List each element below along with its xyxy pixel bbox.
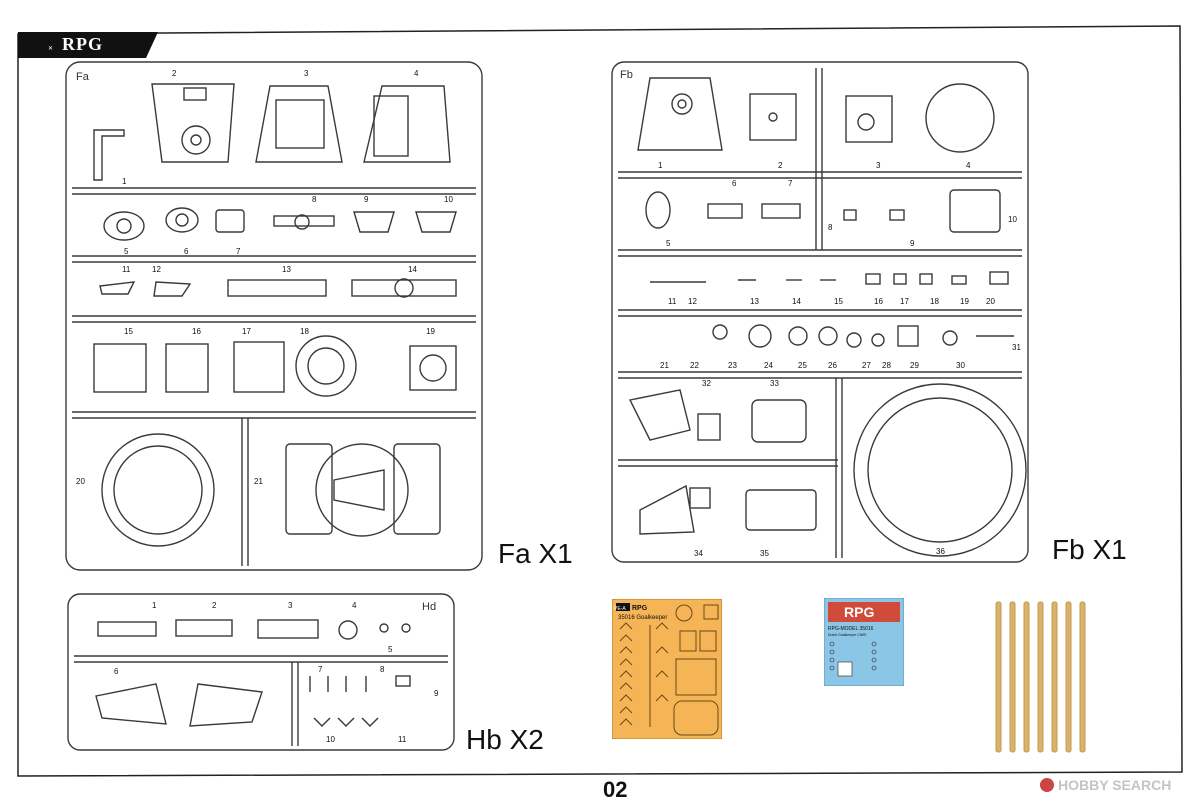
part-number: 19: [426, 327, 435, 336]
sprue-hb-letter: Hd: [422, 601, 436, 613]
part-number: 1: [152, 601, 157, 610]
part-number: 3: [876, 161, 881, 170]
sprue-fb-letter: Fb: [620, 69, 633, 81]
part-number: 11: [668, 297, 677, 306]
decal-line1: RPG-MODEL 35016: [828, 626, 874, 632]
part-number: 17: [242, 327, 251, 336]
part-number: 24: [764, 361, 773, 370]
part-number: 20: [986, 297, 995, 306]
sprue-fa-caption: Fa X1: [498, 538, 573, 569]
part-number: 30: [956, 361, 965, 370]
pe-code: PE-A: [614, 606, 626, 612]
sprue-hb-part-labels: 1 2 3 4 5 6 7 8 9 10 11: [114, 601, 439, 744]
part-number: 16: [874, 297, 883, 306]
part-number: 9: [434, 689, 439, 698]
part-number: 2: [172, 69, 177, 78]
part-number: 33: [770, 379, 779, 388]
part-number: 21: [660, 361, 669, 370]
part-number: 23: [728, 361, 737, 370]
part-number: 4: [352, 601, 357, 610]
part-number: 10: [444, 195, 453, 204]
part-number: 9: [910, 239, 915, 248]
part-number: 22: [690, 361, 699, 370]
part-number: 14: [408, 265, 417, 274]
part-number: 12: [688, 297, 697, 306]
part-number: 2: [778, 161, 783, 170]
part-number: 18: [930, 297, 939, 306]
decal-line2: Dutch Goalkeeper CIWS: [828, 633, 867, 637]
part-number: 8: [312, 195, 317, 204]
part-number: 17: [900, 297, 909, 306]
pe-title: 35016 Goalkeeper: [618, 615, 667, 621]
part-number: 28: [882, 361, 891, 370]
part-number: 35: [760, 549, 769, 558]
part-number: 12: [152, 265, 161, 274]
part-number: 7: [788, 179, 793, 188]
part-number: 18: [300, 327, 309, 336]
sprue-fa-letter: Fa: [76, 71, 90, 83]
decal-brand: RPG: [844, 604, 874, 620]
part-number: 14: [792, 297, 801, 306]
part-number: 3: [288, 601, 293, 610]
decal-sheet: RPG RPG-MODEL 35016 Dutch Goalkeeper CIW…: [824, 598, 904, 686]
part-number: 11: [398, 735, 407, 744]
part-number: 13: [750, 297, 759, 306]
brand-logo-cross: ✕: [48, 46, 53, 52]
sprue-fb: Fb 1 2 3 4 5 6 7 8 9 10 11 12 13 14 15 1…: [611, 61, 1029, 563]
part-number: 5: [124, 247, 129, 256]
part-number: 5: [666, 239, 671, 248]
sprue-fa-part-labels: 1 2 3 4 5 6 7 8 9 10 11 12 13 14 15 16 1…: [76, 69, 453, 486]
hobby-search-logo-icon: [1040, 778, 1054, 792]
part-number: 8: [828, 223, 833, 232]
part-number: 1: [658, 161, 663, 170]
sprue-fb-caption: Fb X1: [1052, 534, 1127, 565]
brand-logo-bar: ✕: [18, 32, 158, 58]
part-number: 7: [318, 665, 323, 674]
sprue-fa: Fa 1 2 3 4 5 6 7 8 9 10 11 12 13 14 15 1…: [65, 61, 483, 571]
part-number: 10: [326, 735, 335, 744]
part-number: 15: [834, 297, 843, 306]
part-number: 3: [304, 69, 309, 78]
part-number: 36: [936, 547, 945, 556]
part-number: 31: [1012, 343, 1021, 352]
part-number: 10: [1008, 215, 1017, 224]
part-number: 20: [76, 477, 85, 486]
part-number: 16: [192, 327, 201, 336]
page-number: 02: [603, 777, 628, 802]
part-number: 8: [380, 665, 385, 674]
part-number: 6: [114, 667, 119, 676]
part-number: 6: [732, 179, 737, 188]
watermark: HOBBY SEARCH: [1040, 777, 1171, 793]
part-number: 4: [966, 161, 971, 170]
brand-name: RPG: [62, 34, 103, 54]
part-number: 21: [254, 477, 263, 486]
part-number: 27: [862, 361, 871, 370]
part-number: 11: [122, 265, 131, 274]
part-number: 32: [702, 379, 711, 388]
part-number: 15: [124, 327, 133, 336]
part-number: 26: [828, 361, 837, 370]
part-number: 9: [364, 195, 369, 204]
part-number: 13: [282, 265, 291, 274]
part-number: 25: [798, 361, 807, 370]
pe-brand: RPG: [632, 605, 648, 612]
sprue-hb: Hd 1 2 3 4 5 6 7 8 9 10 11: [67, 593, 455, 751]
part-number: 1: [122, 177, 127, 186]
sprue-hb-caption: Hb X2: [466, 724, 544, 755]
watermark-text: HOBBY SEARCH: [1058, 777, 1172, 793]
part-number: 29: [910, 361, 919, 370]
part-number: 34: [694, 549, 703, 558]
part-number: 19: [960, 297, 969, 306]
sprue-fb-part-labels: 1 2 3 4 5 6 7 8 9 10 11 12 13 14 15 16 1…: [658, 161, 1021, 558]
part-number: 4: [414, 69, 419, 78]
photo-etch-sheet: RPG PE-A 35016 Goalkeeper: [612, 599, 722, 739]
part-number: 7: [236, 247, 241, 256]
part-number: 6: [184, 247, 189, 256]
part-number: 5: [388, 645, 393, 654]
part-number: 2: [212, 601, 217, 610]
brass-rods: [995, 601, 1086, 753]
